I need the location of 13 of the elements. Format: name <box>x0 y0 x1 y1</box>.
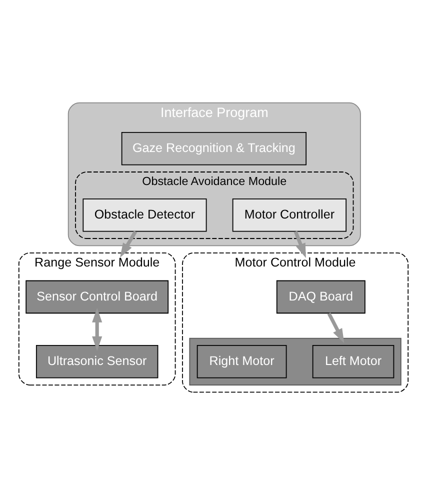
arrow <box>294 230 306 258</box>
arrow <box>92 307 102 350</box>
node-box: Right Motor <box>196 344 287 378</box>
node-box: Motor Controller <box>232 198 347 232</box>
node-box: DAQ Board <box>276 280 366 314</box>
node-box: Gaze Recognition & Tracking <box>121 132 307 165</box>
cluster <box>189 337 402 385</box>
arrow <box>120 230 138 258</box>
node-box: Ultrasonic Sensor <box>36 344 158 378</box>
node-box: Obstacle Detector <box>82 198 207 232</box>
arrow <box>327 312 344 343</box>
node-box: Sensor Control Board <box>26 280 169 314</box>
node-box: Left Motor <box>312 344 394 378</box>
